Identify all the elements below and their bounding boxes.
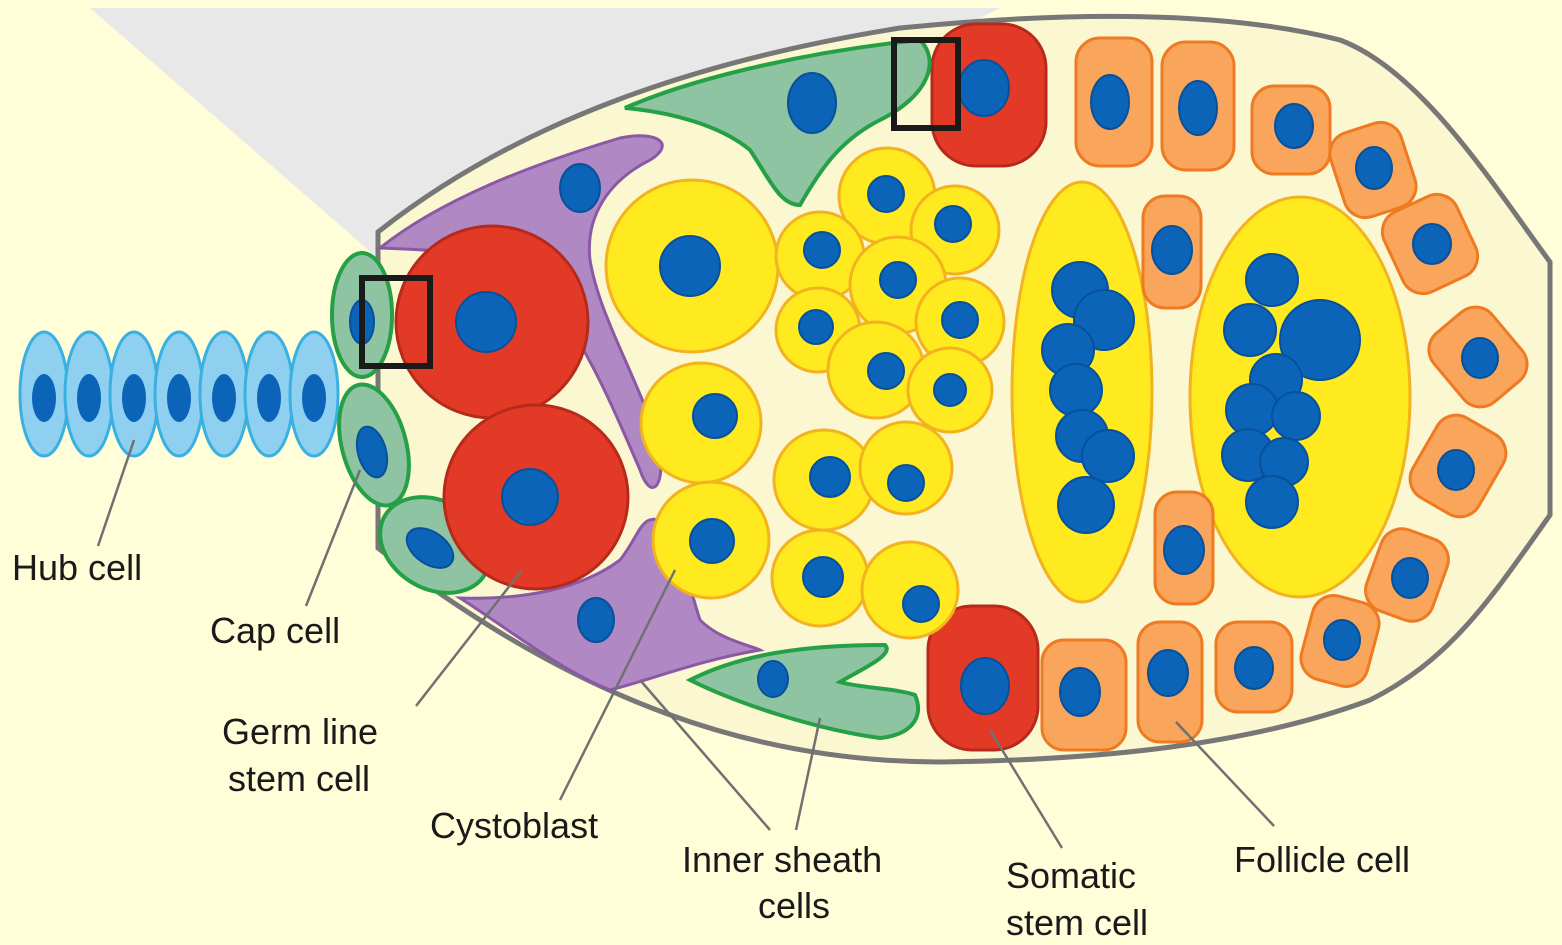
label-follicle-cell: Follicle cell [1234, 839, 1410, 880]
label-somatic-2: stem cell [1006, 902, 1148, 943]
label-cap-cell: Cap cell [210, 610, 340, 651]
gsc-nucleus [456, 292, 516, 352]
hub-nucleus [167, 374, 191, 422]
leader-hub [98, 440, 134, 546]
hub-nucleus [212, 374, 236, 422]
label-inner-sheath-1: Inner sheath [682, 839, 882, 880]
hub-nucleus [32, 374, 56, 422]
escort-nucleus [560, 164, 600, 212]
hub-nucleus [302, 374, 326, 422]
hub-nucleus [77, 374, 101, 422]
leader-cap [306, 470, 360, 606]
somatic-nucleus [961, 658, 1009, 714]
label-germ-line-2: stem cell [228, 758, 370, 799]
hub-cells [20, 332, 338, 456]
somatic-nucleus [959, 60, 1009, 116]
sheath-nucleus [788, 73, 836, 133]
label-somatic-1: Somatic [1006, 855, 1136, 896]
gsc-nucleus [502, 469, 558, 525]
escort-nucleus [578, 598, 614, 642]
label-hub-cell: Hub cell [12, 547, 142, 588]
label-inner-sheath-2: cells [758, 885, 830, 926]
hub-nucleus [257, 374, 281, 422]
label-cystoblast: Cystoblast [430, 805, 598, 846]
sheath-nucleus [758, 661, 788, 697]
label-germ-line-1: Germ line [222, 711, 378, 752]
hub-nucleus [122, 374, 146, 422]
